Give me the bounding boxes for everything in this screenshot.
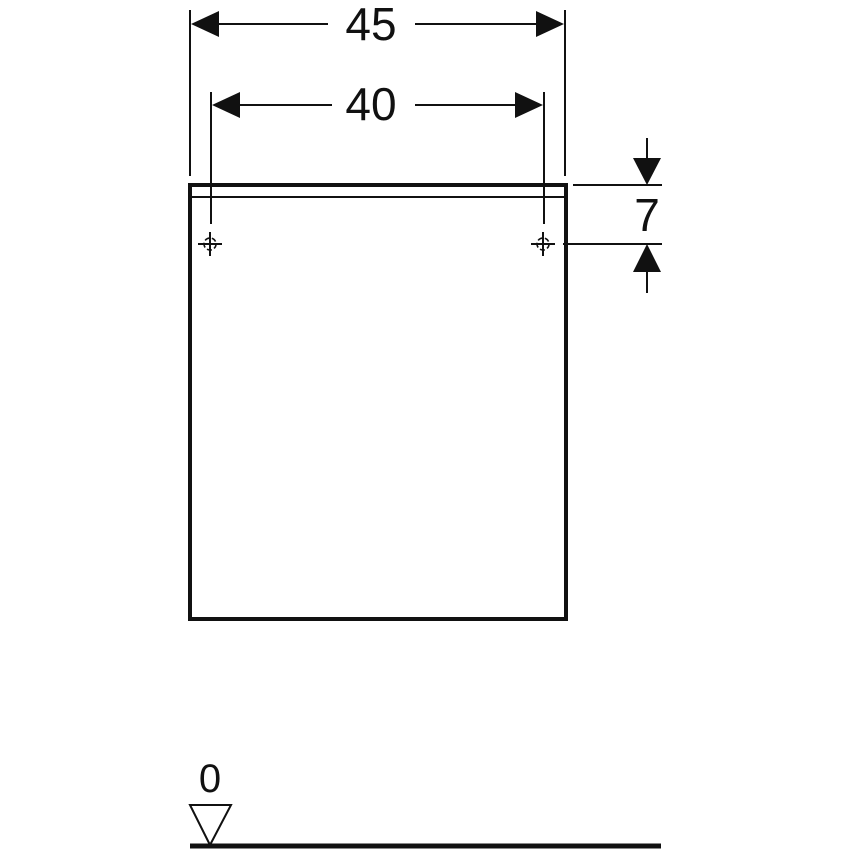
right-mounting-hole-icon [531,232,555,256]
arrow-right-icon [515,92,543,118]
dimension-label-7: 7 [634,189,660,241]
arrow-right-icon [536,11,564,37]
dimension-overall-width: 45 [191,0,564,50]
arrow-up-icon [633,244,661,272]
level-triangle-icon [188,804,233,848]
left-mounting-hole-icon [198,232,222,256]
cabinet-body [188,183,568,621]
dimension-label-45: 45 [345,0,396,50]
floor-level-marker: 0 [188,757,661,849]
dimension-hole-spacing: 40 [212,78,543,130]
dimension-label-40: 40 [345,78,396,130]
dimension-hole-offset: 7 [563,138,662,293]
arrow-down-icon [633,158,661,185]
arrow-left-icon [212,92,240,118]
level-label-0: 0 [199,757,221,801]
arrow-left-icon [191,11,219,37]
